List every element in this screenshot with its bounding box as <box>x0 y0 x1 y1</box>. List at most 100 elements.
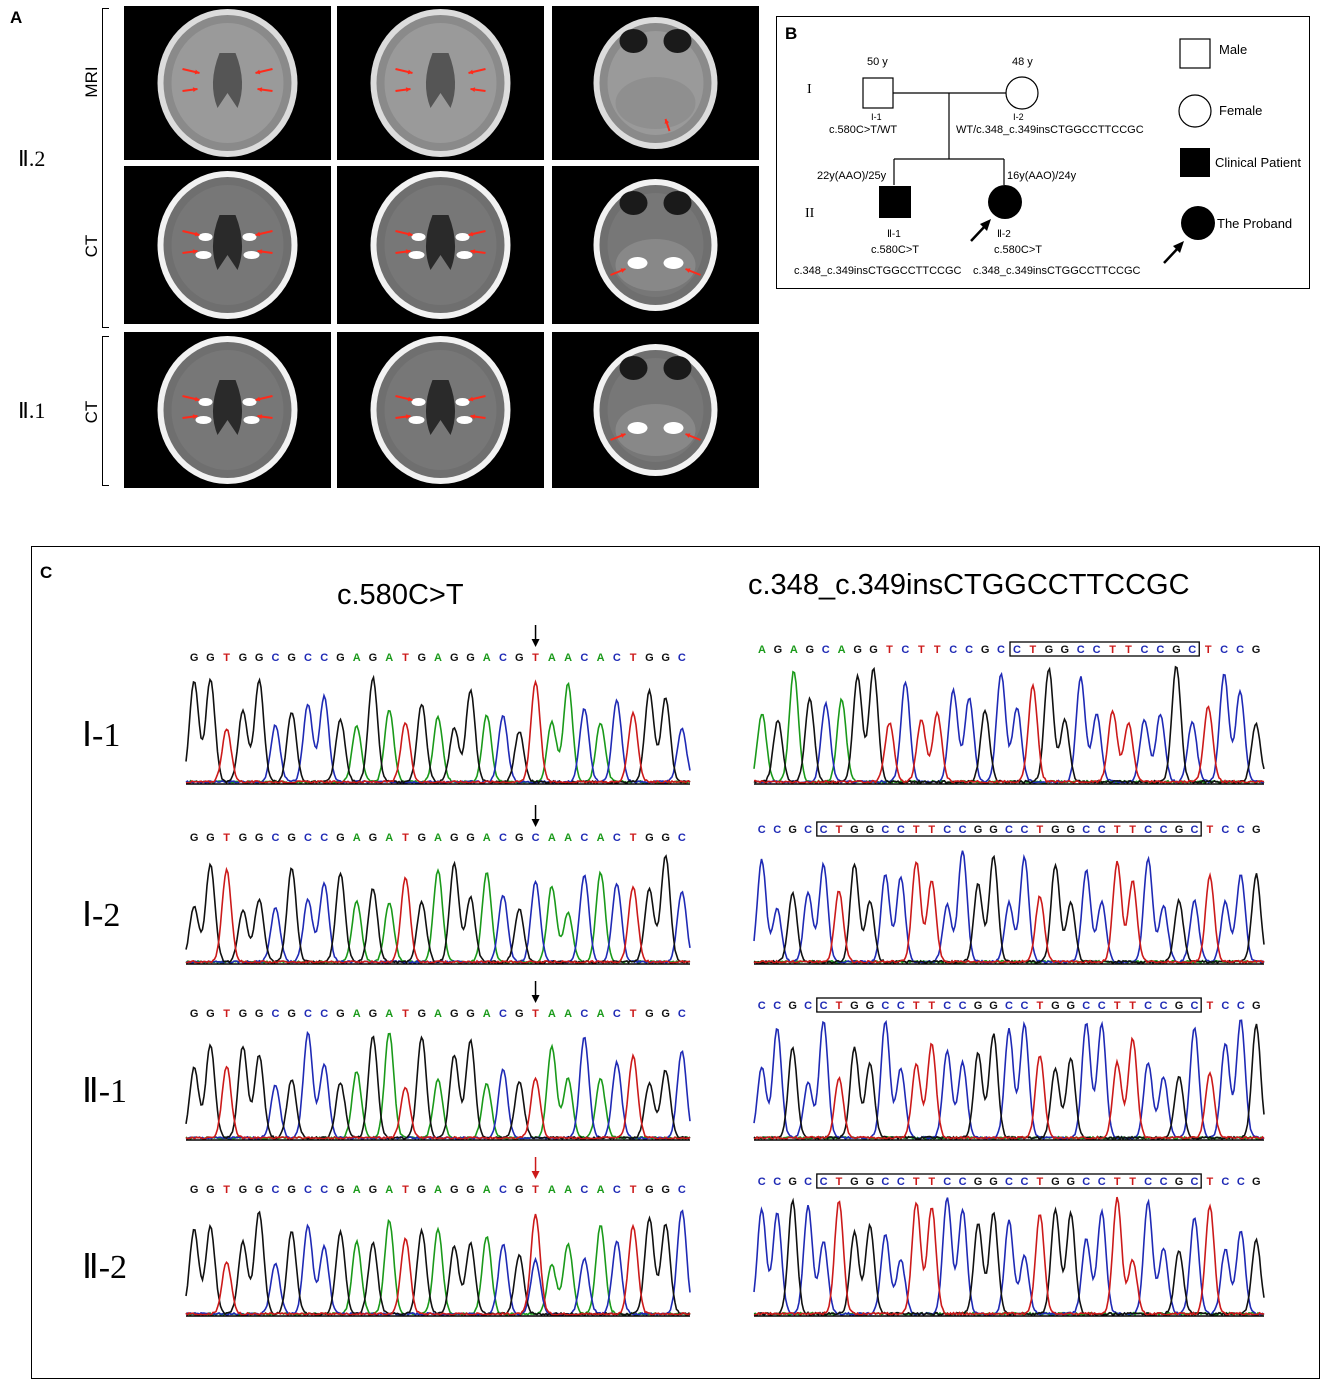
base-letter: T <box>1114 1176 1121 1188</box>
trace-C <box>753 1019 1265 1141</box>
father-square <box>862 77 894 109</box>
proband-arrow-icon <box>970 219 991 242</box>
base-letter: C <box>271 832 279 844</box>
base-letter: G <box>287 652 296 664</box>
base-letter: A <box>483 832 491 844</box>
mutation-arrow-icon <box>531 1157 540 1179</box>
base-letter: C <box>499 652 507 664</box>
base-letter: C <box>758 1000 766 1012</box>
base-letter: C <box>1020 824 1028 836</box>
base-letter: C <box>965 644 973 656</box>
base-letter: T <box>223 1008 230 1020</box>
base-letter: A <box>548 652 556 664</box>
base-letter: G <box>417 1008 426 1020</box>
base-letter: A <box>597 1184 605 1196</box>
base-letter: A <box>353 832 361 844</box>
base-letter: A <box>385 832 393 844</box>
trace-T <box>185 679 691 785</box>
red-arrow-icon <box>468 395 486 402</box>
base-letter: G <box>515 652 524 664</box>
base-letter: G <box>866 1176 875 1188</box>
base-letter: G <box>1067 1176 1076 1188</box>
base-letter: T <box>928 824 935 836</box>
base-letter: A <box>385 1184 393 1196</box>
trace-T <box>185 866 691 965</box>
red-arrow-icon <box>470 249 486 254</box>
base-letter: A <box>548 832 556 844</box>
base-letter: C <box>320 652 328 664</box>
base-letter: G <box>981 644 990 656</box>
base-letter: T <box>836 1176 843 1188</box>
base-letter: C <box>1098 1000 1106 1012</box>
base-letter: T <box>1114 1000 1121 1012</box>
base-letter: G <box>661 1008 670 1020</box>
base-letter: C <box>271 652 279 664</box>
base-letter: G <box>788 1176 797 1188</box>
base-letter: G <box>336 652 345 664</box>
base-letter: G <box>974 1176 983 1188</box>
right-chromatogram-4 <box>753 1196 1265 1317</box>
base-letter: G <box>869 644 878 656</box>
base-letter: A <box>353 1008 361 1020</box>
red-arrow-icon <box>395 414 411 419</box>
base-letter: C <box>532 832 540 844</box>
base-letter: G <box>287 832 296 844</box>
trace-A <box>185 867 690 965</box>
legend-proband-icon <box>1181 206 1215 240</box>
base-letter: T <box>532 1184 539 1196</box>
son-genotype-1: c.580C>T <box>871 244 919 256</box>
base-letter: C <box>1005 1176 1013 1188</box>
red-arrow-icon <box>182 395 200 402</box>
base-letter: G <box>206 832 215 844</box>
red-arrow-icon <box>182 249 198 254</box>
left-chromatogram-4 <box>185 1209 691 1317</box>
base-letter: T <box>928 1000 935 1012</box>
base-letter: C <box>1082 1000 1090 1012</box>
base-letter: C <box>580 1008 588 1020</box>
base-letter: C <box>1188 644 1196 656</box>
right-chromatogram-3 <box>753 1019 1265 1141</box>
red-arrow-icon <box>257 249 273 254</box>
base-letter: T <box>223 1184 230 1196</box>
daughter-circle-proband <box>988 185 1022 219</box>
base-letter: C <box>1140 644 1148 656</box>
left-chromatogram-3 <box>185 1030 691 1141</box>
base-letter: C <box>820 1176 828 1188</box>
trace-T <box>753 1196 1265 1317</box>
base-letter: C <box>499 832 507 844</box>
base-letter: G <box>336 1184 345 1196</box>
base-letter: G <box>866 1000 875 1012</box>
base-letter: A <box>434 832 442 844</box>
panel-c-letter: C <box>40 563 53 582</box>
red-arrow-icon <box>395 87 411 92</box>
base-letter: G <box>1252 644 1261 656</box>
red-arrow-icon <box>182 68 200 75</box>
legend-female-icon <box>1178 94 1212 128</box>
base-letter: C <box>943 824 951 836</box>
base-letter: G <box>206 1184 215 1196</box>
base-letter: C <box>613 1184 621 1196</box>
base-letter: C <box>758 824 766 836</box>
base-letter: T <box>934 644 941 656</box>
base-letter: G <box>369 832 378 844</box>
base-letter: C <box>499 1184 507 1196</box>
base-letter: T <box>1129 1176 1136 1188</box>
base-letter: G <box>255 652 264 664</box>
red-arrow-icon <box>468 230 486 237</box>
legend-clinical-patient-label: Clinical Patient <box>1215 155 1301 170</box>
red-arrow-icon <box>395 395 413 402</box>
legend-male-label: Male <box>1219 42 1247 57</box>
base-letter: C <box>897 1176 905 1188</box>
base-letter: G <box>450 1184 459 1196</box>
generation-ii: II <box>805 206 815 221</box>
group-label-ii2: Ⅱ.2 <box>18 146 46 171</box>
base-letter: C <box>1220 644 1228 656</box>
base-letter: T <box>836 824 843 836</box>
base-letter: C <box>1190 824 1198 836</box>
row-label-ct-ii1: CT <box>82 400 101 424</box>
base-letter: C <box>580 652 588 664</box>
base-letter: T <box>402 1184 409 1196</box>
